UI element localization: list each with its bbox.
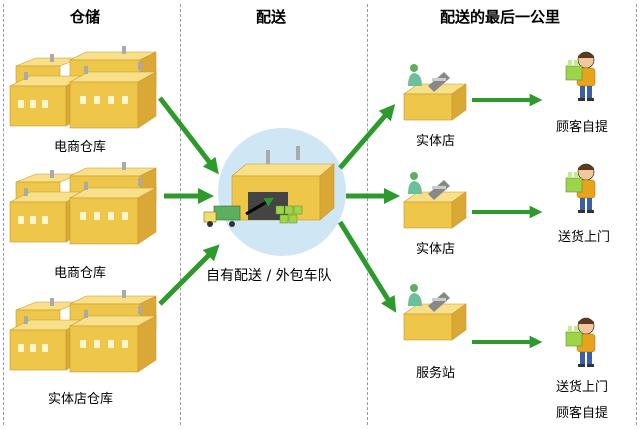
customer-icon-1 <box>565 51 596 102</box>
section-divider-1 <box>180 4 181 425</box>
warehouse-label-2: 电商仓库 <box>54 266 107 281</box>
arrow-hub-to-outlet-1 <box>338 103 396 170</box>
shop-icon-1 <box>403 63 467 121</box>
header-storage: 仓储 <box>70 8 101 26</box>
header-delivery: 配送 <box>256 8 287 26</box>
service-label-1: 顾客自提 <box>556 120 609 135</box>
warehouse-icon-2 <box>9 161 157 245</box>
warehouse-label-1: 电商仓库 <box>54 140 107 155</box>
section-divider-left <box>3 4 4 425</box>
outlet-label-2: 实体店 <box>416 242 456 257</box>
outlet-label-3: 服务站 <box>416 366 456 381</box>
service-label-3a: 送货上门 <box>556 380 609 395</box>
arrow-hub-to-outlet-3 <box>337 220 397 313</box>
service-label-3b: 顾客自提 <box>556 406 609 421</box>
section-divider-right <box>636 4 637 425</box>
outlet-label-1: 实体店 <box>416 134 456 149</box>
arrow-warehouse-3-to-hub <box>158 244 220 306</box>
service-label-2: 送货上门 <box>558 230 611 245</box>
section-divider-2 <box>367 4 368 425</box>
shop-icon-2 <box>403 171 467 229</box>
service-station-icon <box>403 283 467 341</box>
warehouse-label-3: 实体店仓库 <box>48 392 114 407</box>
distribution-center-icon <box>203 128 346 256</box>
customer-icon-2 <box>565 163 596 214</box>
hub-label: 自有配送 / 外包车队 <box>206 268 332 284</box>
warehouse-icon-3 <box>9 289 157 373</box>
arrow-warehouse-1-to-hub <box>158 96 219 175</box>
customer-icon-3 <box>565 317 596 368</box>
header-last-mile: 配送的最后一公里 <box>440 8 561 26</box>
warehouse-icon-1 <box>9 45 157 129</box>
